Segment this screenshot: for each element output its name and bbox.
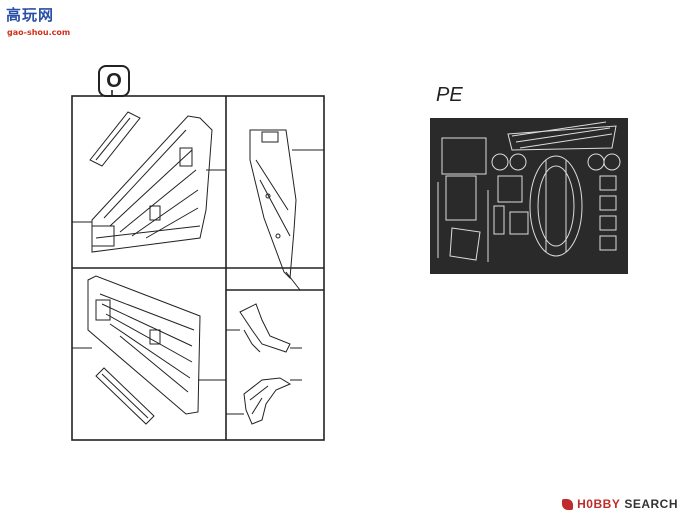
bird-logo-icon <box>562 498 574 510</box>
pe-parts <box>437 121 621 262</box>
fuselage-panel-part <box>249 129 324 291</box>
hobby-search-logo-text: H0BBY <box>577 497 621 511</box>
landing-gear-part-lower <box>226 377 302 425</box>
pe-sheet-background <box>430 118 628 274</box>
hobby-search-text: SEARCH <box>624 497 678 511</box>
watermark-title: 高玩网 <box>6 7 55 24</box>
hobby-search-watermark: H0BBY SEARCH <box>562 497 678 511</box>
watermark-domain: gao-shou.com <box>7 28 71 37</box>
wing-part-upper <box>72 115 226 253</box>
landing-gear-part-upper <box>226 303 302 353</box>
wing-part-lower <box>72 275 226 415</box>
strip-part-upper <box>89 111 141 167</box>
photo-etch-label: PE <box>436 84 463 106</box>
strip-part-lower <box>95 367 155 425</box>
site-watermark: 高玩网 gao-shou.com <box>6 4 76 44</box>
